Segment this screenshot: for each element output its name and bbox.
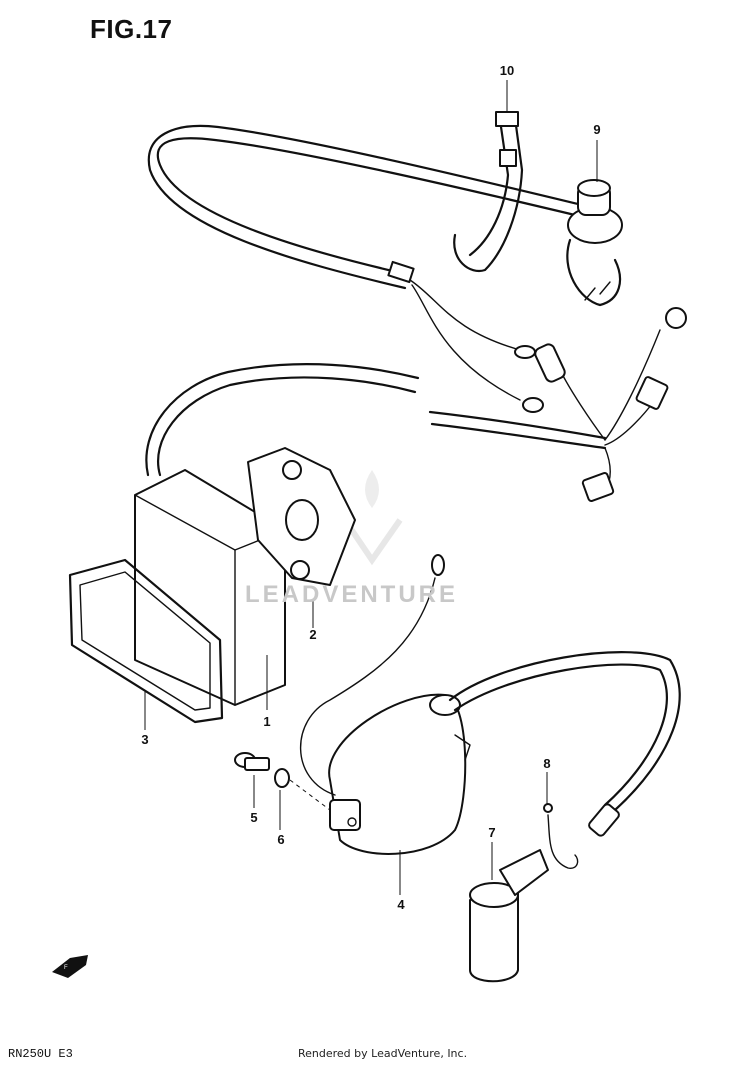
footer-diagram-code: RN250U E3	[8, 1047, 73, 1061]
wiring-harness	[145, 124, 687, 502]
callout-8: 8	[543, 756, 551, 771]
footer-credit: Rendered by LeadVenture, Inc.	[298, 1047, 468, 1060]
leader-lines	[144, 80, 598, 895]
part-2-gasket	[247, 447, 356, 586]
front-arrow-icon: F	[52, 955, 88, 978]
callout-7: 7	[488, 825, 496, 840]
part-6-washer	[274, 768, 290, 788]
figure-title: FIG.17	[90, 14, 173, 44]
part-10-strap	[453, 111, 524, 273]
callout-4: 4	[397, 897, 405, 912]
part-3-band	[68, 558, 224, 724]
callout-9: 9	[593, 122, 601, 137]
part-8-clip	[543, 803, 579, 869]
svg-text:F: F	[64, 965, 68, 971]
callout-1: 1	[263, 714, 271, 729]
part-9-switch	[566, 179, 623, 307]
callout-6: 6	[277, 832, 285, 847]
part-4-ignition-coil	[299, 554, 681, 855]
leadventure-logo-icon	[342, 470, 403, 566]
callout-10: 10	[499, 63, 515, 78]
callout-5: 5	[250, 810, 258, 825]
callout-3: 3	[141, 732, 149, 747]
callout-2: 2	[309, 627, 317, 642]
watermark-text: LEADVENTURE	[245, 581, 459, 608]
part-5-bolt	[234, 752, 270, 771]
part-7-plug-cap	[469, 849, 549, 983]
